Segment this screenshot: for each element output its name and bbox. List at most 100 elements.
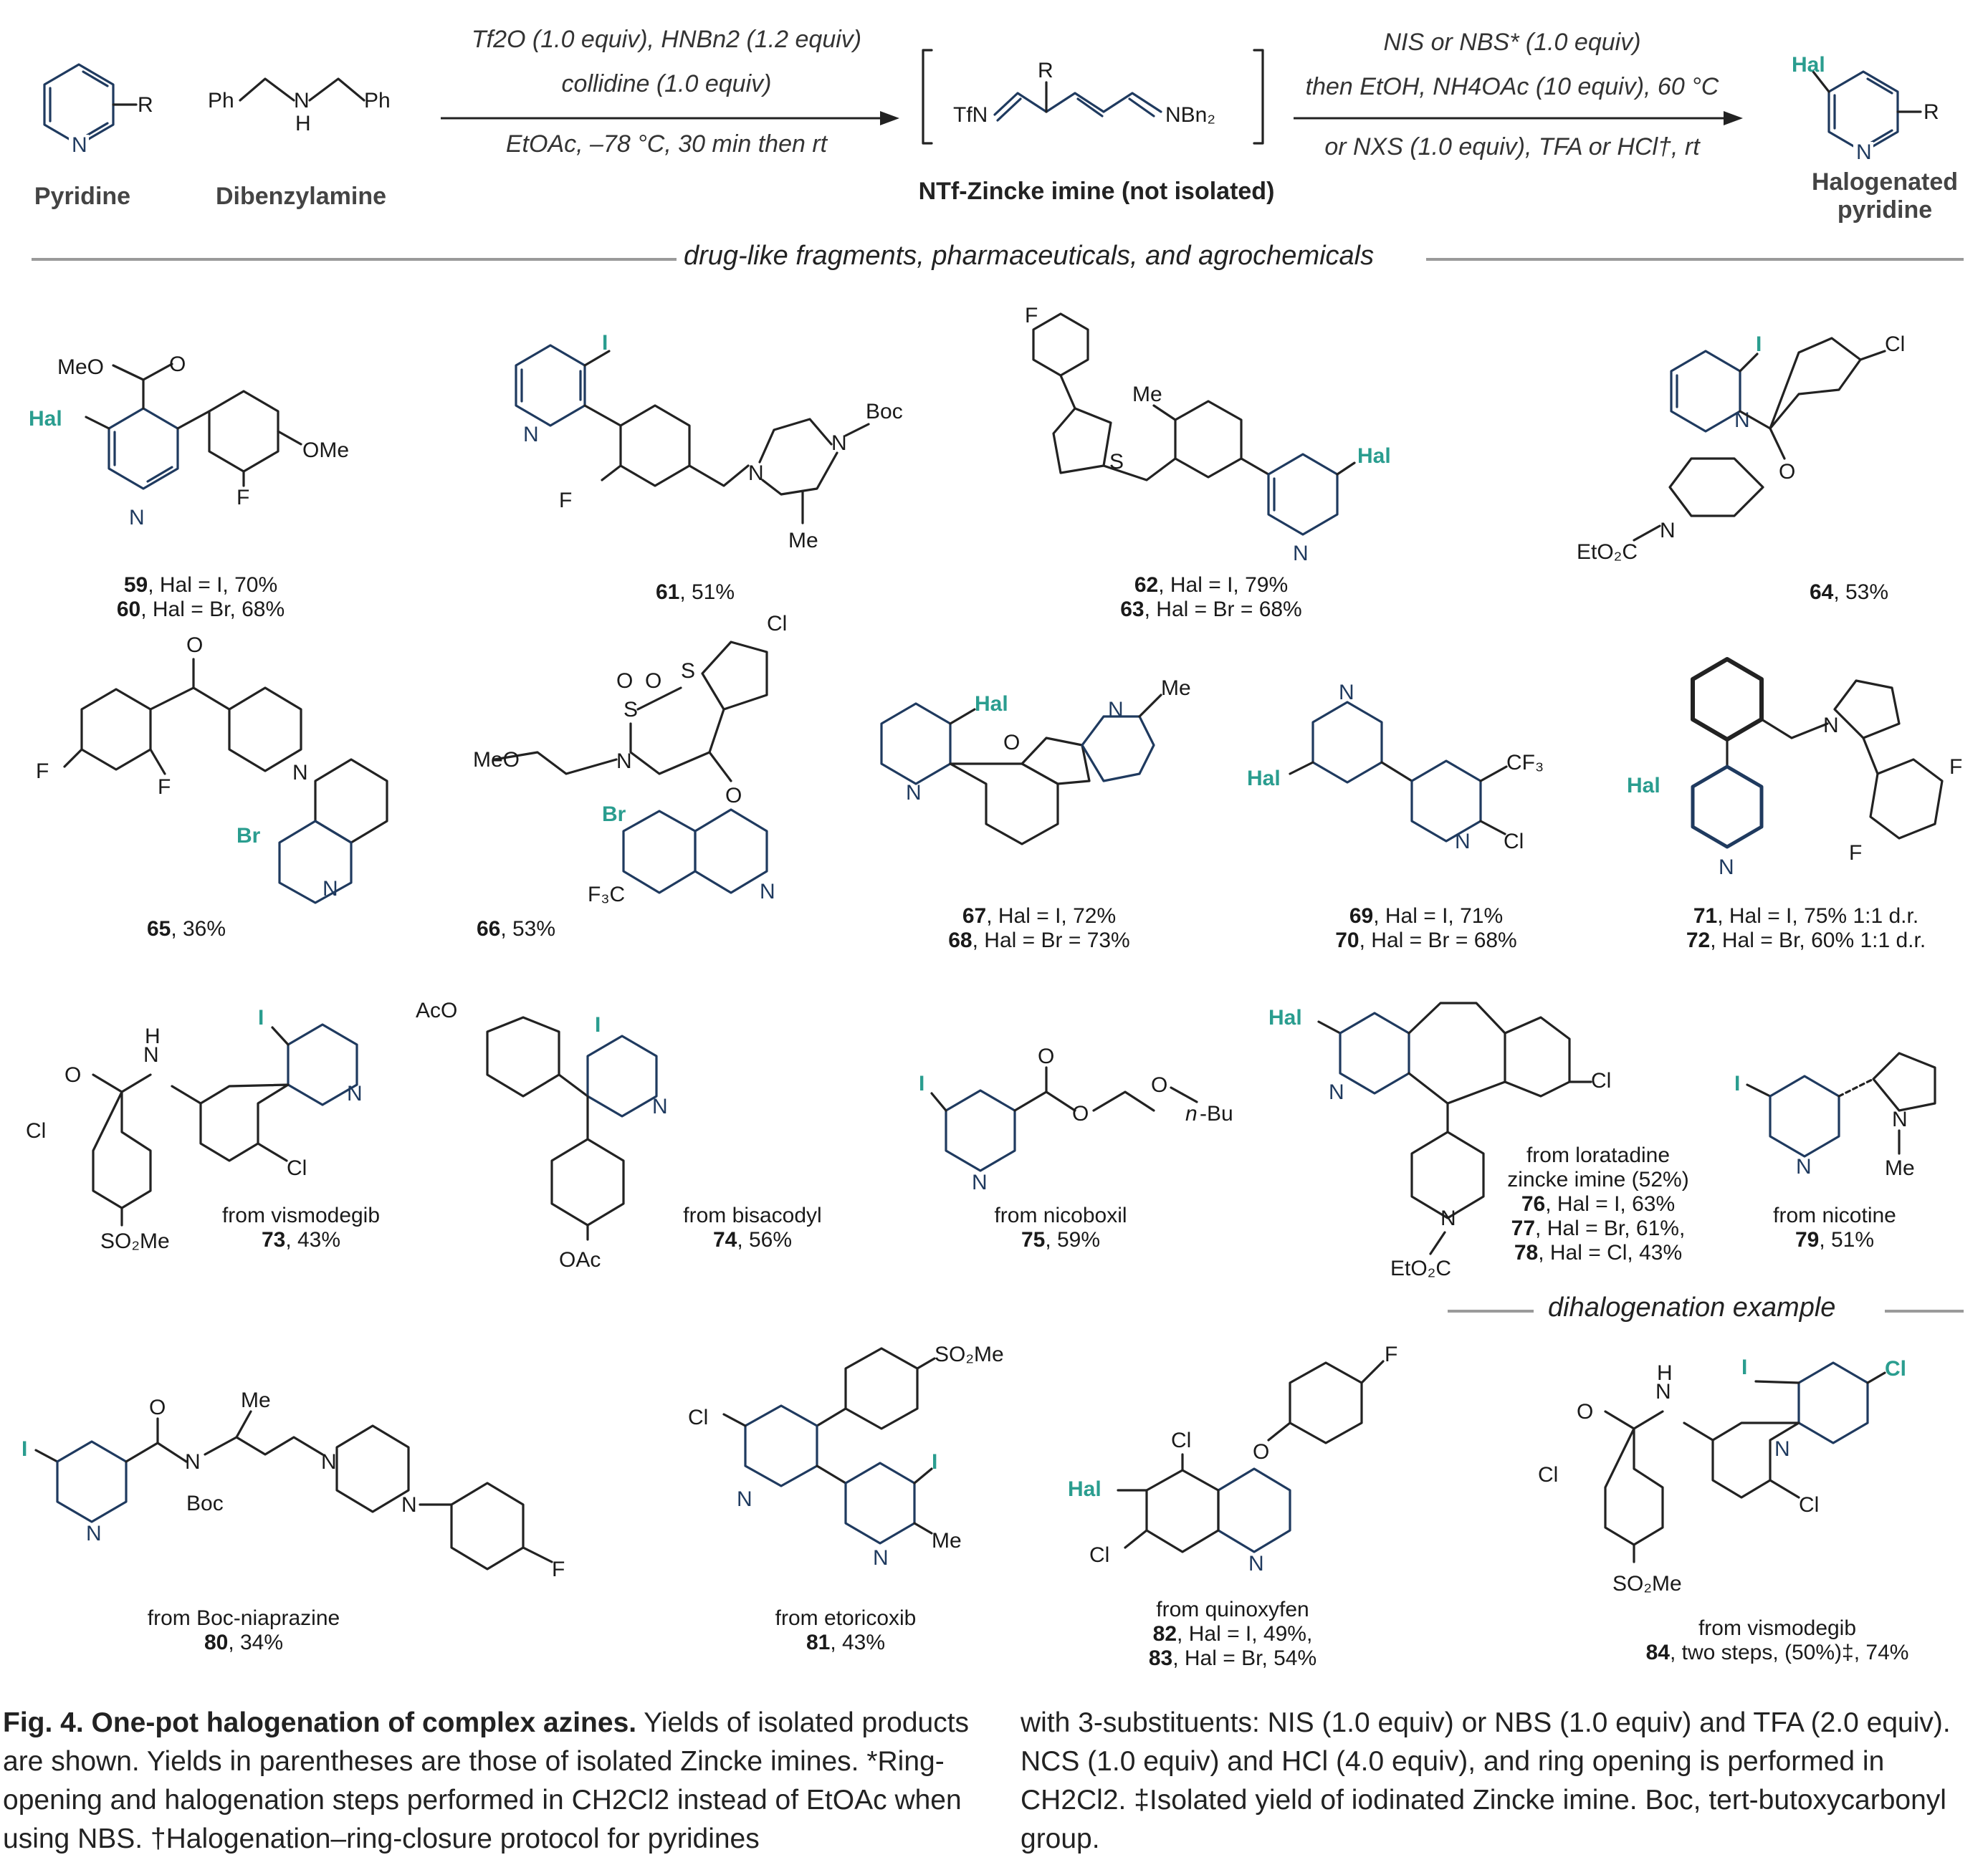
step1-line1: Tf2O (1.0 equiv), HNBn2 (1.2 equiv) <box>471 26 862 53</box>
svg-text:H: H <box>295 112 311 135</box>
step2-line1: NIS or NBS* (1.0 equiv) <box>1383 29 1641 56</box>
dihalo-divider-right <box>1885 1310 1964 1313</box>
svg-text:NBn₂: NBn₂ <box>1165 103 1215 127</box>
svg-text:O: O <box>1779 460 1795 484</box>
svg-text:O: O <box>1072 1102 1089 1126</box>
svg-text:MeO: MeO <box>473 748 520 772</box>
dibenzylamine-structure: Ph N H Ph <box>208 77 391 135</box>
svg-text:N: N <box>1774 1437 1790 1461</box>
svg-text:Cl: Cl <box>1171 1429 1191 1452</box>
svg-text:Cl: Cl <box>1089 1543 1109 1567</box>
svg-text:F: F <box>559 489 572 512</box>
svg-text:N: N <box>831 431 847 455</box>
svg-text:AcO: AcO <box>416 999 457 1022</box>
structure-59-60: MeO O OMe F Hal N <box>29 353 349 529</box>
caption-66: 66, 53% <box>476 917 556 941</box>
svg-text:SO₂Me: SO₂Me <box>935 1343 1004 1366</box>
svg-text:N: N <box>906 781 922 805</box>
structure-74: AcO N I OAc <box>416 999 668 1272</box>
step2-arrow <box>1294 111 1743 125</box>
svg-text:TfN: TfN <box>953 103 988 127</box>
amine-label: Dibenzylamine <box>215 183 387 210</box>
figure-title: Fig. 4. One-pot halogenation of complex … <box>3 1707 637 1738</box>
svg-text:N: N <box>185 1450 201 1474</box>
svg-text:N: N <box>143 1043 159 1067</box>
structure-65: O F F N Br N <box>36 633 388 904</box>
svg-text:F: F <box>36 759 49 783</box>
svg-text:N: N <box>523 423 539 446</box>
caption-69-70: 69, Hal = I, 71%70, Hal = Br = 68% <box>1335 904 1517 952</box>
svg-text:N: N <box>616 749 632 773</box>
svg-text:EtO₂C: EtO₂C <box>1577 540 1638 564</box>
svg-text:Cl: Cl <box>1885 1357 1906 1381</box>
svg-text:Ph: Ph <box>364 89 391 112</box>
svg-text:I: I <box>932 1450 937 1474</box>
structure-84: I Cl N Cl N H O Cl SO₂Me <box>1538 1356 1906 1596</box>
svg-text:I: I <box>602 331 608 355</box>
svg-text:N: N <box>1339 681 1354 704</box>
structure-62-63: F S Me Hal N <box>1025 304 1391 565</box>
svg-text:O: O <box>1003 731 1020 754</box>
svg-text:Me: Me <box>932 1529 962 1553</box>
svg-text:OMe: OMe <box>302 438 349 462</box>
svg-text:EtO₂C: EtO₂C <box>1390 1257 1451 1280</box>
svg-text:Cl: Cl <box>26 1119 46 1143</box>
structure-67-68: N Hal O N Me <box>880 676 1191 845</box>
intermediate-label: NTf-Zincke imine (not isolated) <box>918 178 1275 205</box>
svg-text:F: F <box>1025 304 1038 327</box>
svg-text:N: N <box>322 877 338 901</box>
svg-text:Cl: Cl <box>688 1406 708 1429</box>
svg-text:N: N <box>1892 1108 1908 1131</box>
svg-text:F: F <box>158 775 171 799</box>
caption-65: 65, 36% <box>146 917 226 941</box>
svg-text:R: R <box>1038 59 1053 82</box>
svg-text:O: O <box>169 353 186 376</box>
svg-text:O: O <box>725 784 742 807</box>
svg-text:F₃C: F₃C <box>588 883 625 906</box>
structure-66: Cl S O O S N MeO O Br F₃C N <box>473 612 787 906</box>
structure-69-70: N Hal N CF₃ Cl <box>1247 681 1544 853</box>
svg-text:H: H <box>1657 1361 1673 1385</box>
svg-text:N: N <box>1856 140 1872 164</box>
svg-text:F: F <box>552 1558 565 1581</box>
svg-text:N: N <box>737 1487 752 1511</box>
svg-text:O: O <box>1577 1400 1593 1424</box>
svg-text:I: I <box>1756 332 1762 356</box>
svg-text:N: N <box>1823 714 1839 737</box>
svg-text:Br: Br <box>602 802 626 826</box>
section-title-main: drug-like fragments, pharmaceuticals, an… <box>677 241 1382 272</box>
svg-text:N: N <box>321 1450 337 1474</box>
svg-text:SO₂Me: SO₂Me <box>100 1229 170 1253</box>
svg-text:N: N <box>86 1522 102 1545</box>
svg-text:F: F <box>1849 841 1862 865</box>
legend-text-right: with 3-substituents: NIS (1.0 equiv) or … <box>1021 1707 1951 1854</box>
svg-text:Cl: Cl <box>767 612 787 636</box>
svg-text:N: N <box>652 1095 668 1118</box>
svg-text:O: O <box>1038 1045 1054 1068</box>
pyridine-structure: N R <box>43 63 153 157</box>
svg-text:I: I <box>21 1437 27 1461</box>
svg-text:N: N <box>129 506 145 529</box>
svg-text:Boc: Boc <box>866 400 903 423</box>
svg-text:N: N <box>1655 1380 1671 1404</box>
svg-text:O: O <box>186 633 203 657</box>
svg-text:Br: Br <box>236 824 261 848</box>
svg-text:O: O <box>616 669 633 693</box>
structure-79: I N N Me <box>1734 1052 1936 1180</box>
svg-text:F: F <box>1949 755 1962 779</box>
svg-text:F: F <box>1385 1343 1397 1366</box>
svg-text:MeO: MeO <box>57 355 104 379</box>
svg-text:N: N <box>292 761 308 785</box>
svg-text:N: N <box>347 1082 363 1106</box>
caption-59-60: 59, Hal = I, 70%60, Hal = Br, 68% <box>116 573 285 621</box>
svg-text:Ph: Ph <box>208 89 234 112</box>
caption-67-68: 67, Hal = I, 72%68, Hal = Br = 73% <box>948 904 1130 952</box>
svg-text:O: O <box>64 1063 81 1087</box>
svg-text:F: F <box>236 486 249 509</box>
svg-text:N: N <box>72 133 87 157</box>
svg-text:O: O <box>149 1396 166 1419</box>
